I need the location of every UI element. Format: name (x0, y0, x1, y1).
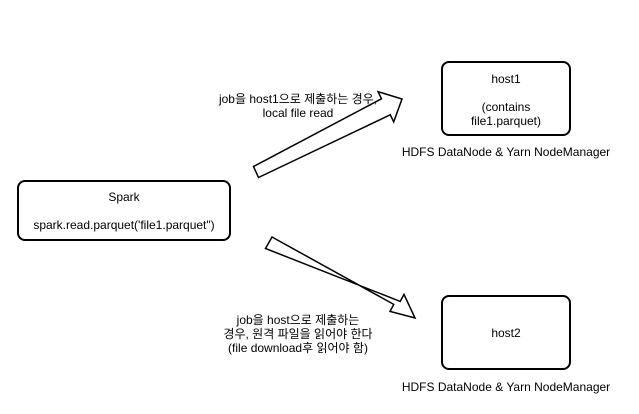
host2-node: host2 (441, 295, 571, 370)
edge-label-to-host1: job을 host1으로 제출하는 경우, local file read (198, 92, 398, 120)
spark-title: Spark (108, 189, 140, 204)
spark-code: spark.read.parquet('file1.parquet") (33, 217, 215, 232)
edge-label-to-host2-line3: (file download후 읽어야 함) (228, 341, 368, 355)
host1-note-line1: (contains (481, 100, 531, 114)
edge-label-to-host1-line1: job을 host1으로 제출하는 경우, (218, 92, 378, 106)
edge-label-to-host1-line2: local file read (262, 106, 334, 120)
host1-caption: HDFS DataNode & Yarn NodeManager (401, 145, 611, 159)
arrow-to-host2 (264, 235, 417, 320)
edge-label-to-host2-line2: 경우, 원격 파일을 읽어야 한다 (223, 327, 373, 341)
host2-title: host2 (491, 325, 521, 340)
host1-node: host1 (contains file1.parquet) (441, 61, 571, 136)
host1-note-line2: file1.parquet) (470, 114, 542, 128)
spark-node: Spark spark.read.parquet('file1.parquet"… (17, 180, 231, 241)
edge-label-to-host2-line1: job을 host으로 제출하는 (236, 313, 360, 327)
host2-caption: HDFS DataNode & Yarn NodeManager (401, 380, 611, 394)
host1-title: host1 (491, 72, 521, 86)
arrow-to-host1 (252, 90, 403, 179)
edge-label-to-host2: job을 host으로 제출하는 경우, 원격 파일을 읽어야 한다 (file… (200, 313, 396, 355)
